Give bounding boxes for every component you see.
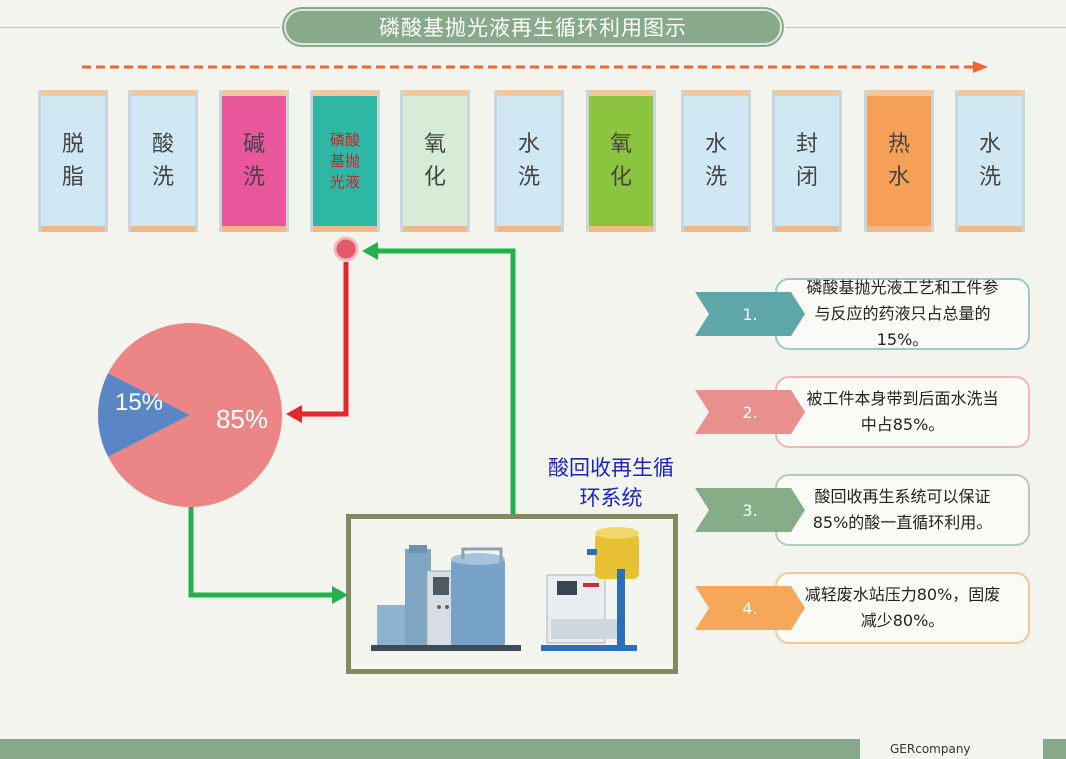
- pie-slice-large: [108, 323, 282, 507]
- pie-chart: 15% 85%: [98, 323, 282, 507]
- tank-label: 水洗: [958, 96, 1022, 226]
- step-1: 磷酸基抛光液工艺和工件参与反应的药液只占总量的15%。1.: [695, 278, 1030, 350]
- system-label: 酸回收再生循 环系统: [548, 456, 674, 510]
- step-4: 减轻废水站压力80%，固废减少80%。4.: [695, 572, 1030, 644]
- tank-8: 水洗: [681, 90, 751, 232]
- recovery-system-illustration: [346, 514, 678, 674]
- tank-label: 磷酸基抛光液: [313, 96, 377, 226]
- pie-slice-small: [98, 373, 190, 457]
- tank-7: 氧化: [586, 90, 656, 232]
- tank-6: 水洗: [494, 90, 564, 232]
- title-rule-left: [0, 27, 280, 28]
- step-2: 被工件本身带到后面水洗当中占85%。2.: [695, 376, 1030, 448]
- step-number-tag: 2.: [695, 390, 805, 434]
- step-number-tag: 4.: [695, 586, 805, 630]
- junction-dot: [333, 236, 359, 262]
- tank-4: 磷酸基抛光液: [310, 90, 380, 232]
- machine-graphic: [371, 527, 639, 651]
- recovery-in-arrow: [188, 504, 334, 598]
- tank-11: 水洗: [955, 90, 1025, 232]
- footer-tab: [860, 739, 1043, 759]
- recycle-return-arrow: [378, 248, 516, 514]
- tank-9: 封闭: [772, 90, 842, 232]
- step-card: 减轻废水站压力80%，固废减少80%。: [775, 572, 1030, 644]
- step-number-tag: 3.: [695, 488, 805, 532]
- tank-label: 封闭: [775, 96, 839, 226]
- pie-label-large: 85%: [216, 404, 268, 434]
- flow-arrows: [188, 242, 516, 604]
- tank-label: 脱脂: [41, 96, 105, 226]
- tank-10: 热水: [864, 90, 934, 232]
- tank-5: 氧化: [400, 90, 470, 232]
- step-card: 酸回收再生系统可以保证85%的酸一直循环利用。: [775, 474, 1030, 546]
- tank-label: 热水: [867, 96, 931, 226]
- tank-2: 酸洗: [128, 90, 198, 232]
- title-rule-right: [786, 27, 1066, 28]
- company-name: GERcompany: [890, 742, 971, 756]
- tank-label: 水洗: [684, 96, 748, 226]
- step-card: 磷酸基抛光液工艺和工件参与反应的药液只占总量的15%。: [775, 278, 1030, 350]
- tank-label: 氧化: [403, 96, 467, 226]
- tank-3: 碱洗: [219, 90, 289, 232]
- carryover-flow-arrow: [300, 262, 349, 417]
- tank-1: 脱脂: [38, 90, 108, 232]
- tank-label: 水洗: [497, 96, 561, 226]
- step-number-tag: 1.: [695, 292, 805, 336]
- tank-label: 氧化: [589, 96, 653, 226]
- tank-label: 酸洗: [131, 96, 195, 226]
- page-title: 磷酸基抛光液再生循环利用图示: [379, 16, 687, 40]
- step-card: 被工件本身带到后面水洗当中占85%。: [775, 376, 1030, 448]
- pie-label-small: 15%: [115, 389, 163, 416]
- tank-label: 碱洗: [222, 96, 286, 226]
- step-3: 酸回收再生系统可以保证85%的酸一直循环利用。3.: [695, 474, 1030, 546]
- footer-bar: [0, 739, 1066, 759]
- process-direction-arrow: [82, 61, 988, 73]
- title-banner: 磷酸基抛光液再生循环利用图示: [278, 4, 788, 50]
